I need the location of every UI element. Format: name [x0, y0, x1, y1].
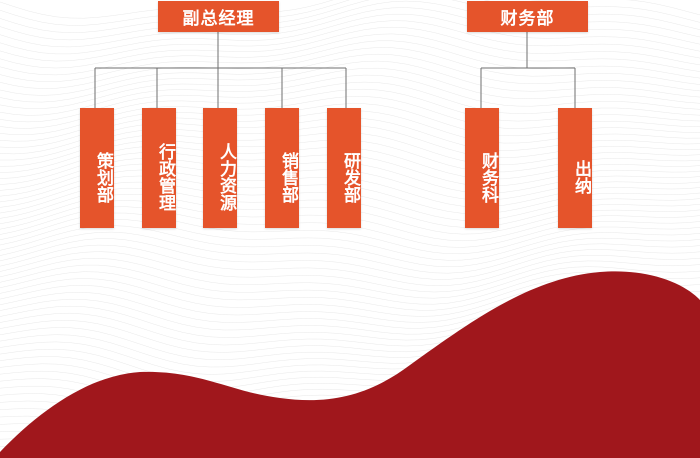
background-line: [0, 67, 700, 109]
background-line: [0, 231, 700, 274]
background-line: [0, 47, 700, 89]
accounting-section-box: 财务科: [465, 108, 499, 228]
background-line: [0, 225, 700, 268]
background-line: [0, 258, 700, 299]
background-line: [0, 212, 700, 255]
background-line: [0, 74, 700, 116]
background-line: [0, 20, 700, 62]
finance-dept-box: 财务部: [467, 1, 588, 32]
background-line: [0, 33, 700, 76]
background-line: [0, 218, 700, 261]
admin-management-box: 行政管理: [142, 108, 176, 228]
background-line: [0, 0, 700, 19]
human-resources-box: 人力资源: [203, 108, 237, 228]
deputy-gm-box: 副总经理: [158, 1, 279, 32]
background-line: [0, 244, 700, 286]
red-wave-shape: [0, 271, 700, 458]
background-line: [0, 251, 700, 293]
sales-dept-box: 销售部: [265, 108, 299, 228]
cashier-box: 出纳: [558, 108, 592, 228]
background-line: [0, 53, 700, 96]
rnd-dept-box: 研发部: [327, 108, 361, 228]
background-line: [0, 264, 700, 305]
background-line: [0, 13, 700, 55]
background-line: [0, 40, 700, 82]
planning-dept-box: 策划部: [80, 108, 114, 228]
background-line: [0, 60, 700, 103]
background-line: [0, 26, 700, 69]
background-line: [0, 238, 700, 280]
